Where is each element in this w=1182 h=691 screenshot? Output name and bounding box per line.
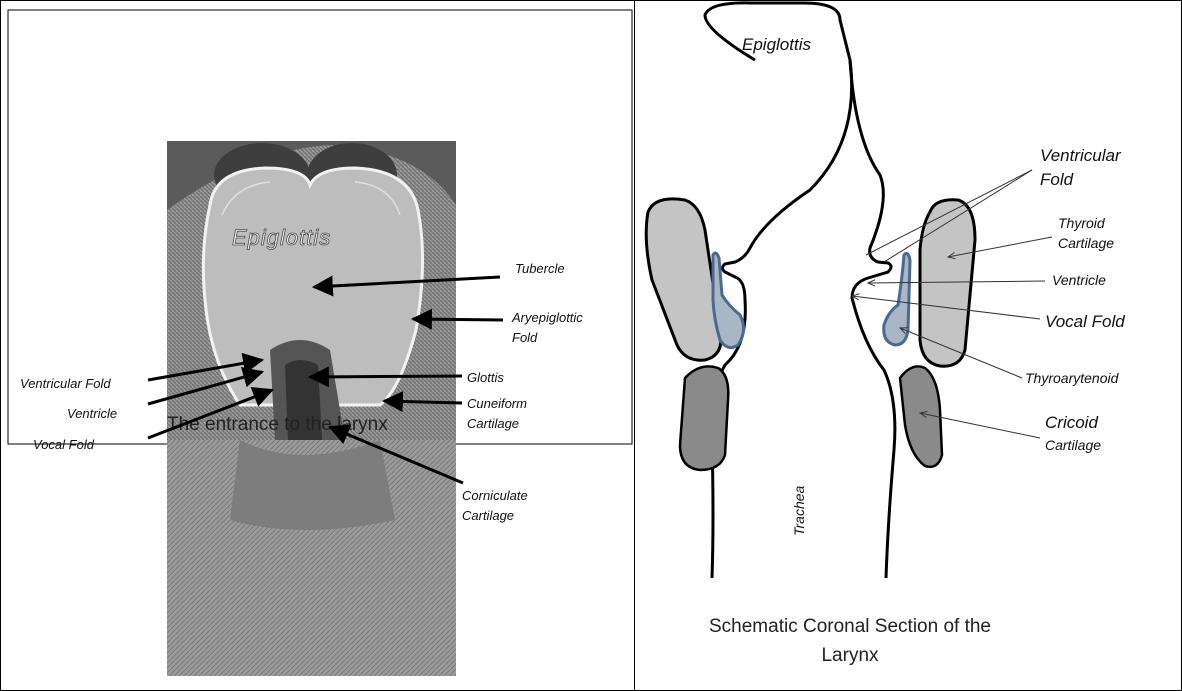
epiglottis-image-text: Epiglottis xyxy=(232,225,331,250)
cricoid-cartilage-left xyxy=(680,366,728,470)
label-cricoid-2: Cartilage xyxy=(1045,437,1101,453)
larynx-engraving: Epiglottis xyxy=(167,141,456,676)
label-cuneiform-1: Cuneiform xyxy=(467,396,527,411)
thyroid-cartilage-right xyxy=(920,200,975,366)
right-panel: Epiglottis Ventricular Fold Thyroid Cart… xyxy=(646,3,1125,666)
thyroarytenoid-left xyxy=(713,253,744,348)
label-epiglottis: Epiglottis xyxy=(742,35,811,54)
airway-left-wall xyxy=(705,3,852,578)
left-panel: Epiglottis The entrance to the larynx Tu… xyxy=(8,10,632,676)
label-ventricle-right: Ventricle xyxy=(1052,272,1106,288)
label-aryepiglottic-2: Fold xyxy=(512,330,538,345)
label-cuneiform-2: Cartilage xyxy=(467,416,519,431)
label-corniculate-2: Cartilage xyxy=(462,508,514,523)
right-title-line1: Schematic Coronal Section of the xyxy=(709,616,991,637)
label-thyroarytenoid: Thyroarytenoid xyxy=(1025,370,1120,386)
arrow-glottis xyxy=(310,376,462,377)
thyroarytenoid-right xyxy=(884,253,910,345)
arrow-aryepiglottic xyxy=(413,319,503,320)
label-tubercle: Tubercle xyxy=(515,261,565,276)
label-vocal-fold: Vocal Fold xyxy=(33,437,95,452)
label-corniculate-1: Corniculate xyxy=(462,488,528,503)
label-ventricle: Ventricle xyxy=(67,406,117,421)
label-aryepiglottic-1: Aryepiglottic xyxy=(511,310,583,325)
label-glottis: Glottis xyxy=(467,370,504,385)
label-trachea: Trachea xyxy=(791,485,807,536)
label-thyroid-1: Thyroid xyxy=(1058,215,1106,231)
label-thyroid-2: Cartilage xyxy=(1058,235,1114,251)
label-cricoid-1: Cricoid xyxy=(1045,413,1098,432)
label-ventricular-2: Fold xyxy=(1040,170,1074,189)
arrow-cuneiform xyxy=(384,401,462,403)
thyroid-cartilage-left xyxy=(646,199,721,360)
label-vocal-fold-right: Vocal Fold xyxy=(1045,312,1125,331)
label-ventricular-1: Ventricular xyxy=(1040,146,1122,165)
label-ventricular-fold: Ventricular Fold xyxy=(20,376,111,391)
right-title-line2: Larynx xyxy=(821,645,879,666)
